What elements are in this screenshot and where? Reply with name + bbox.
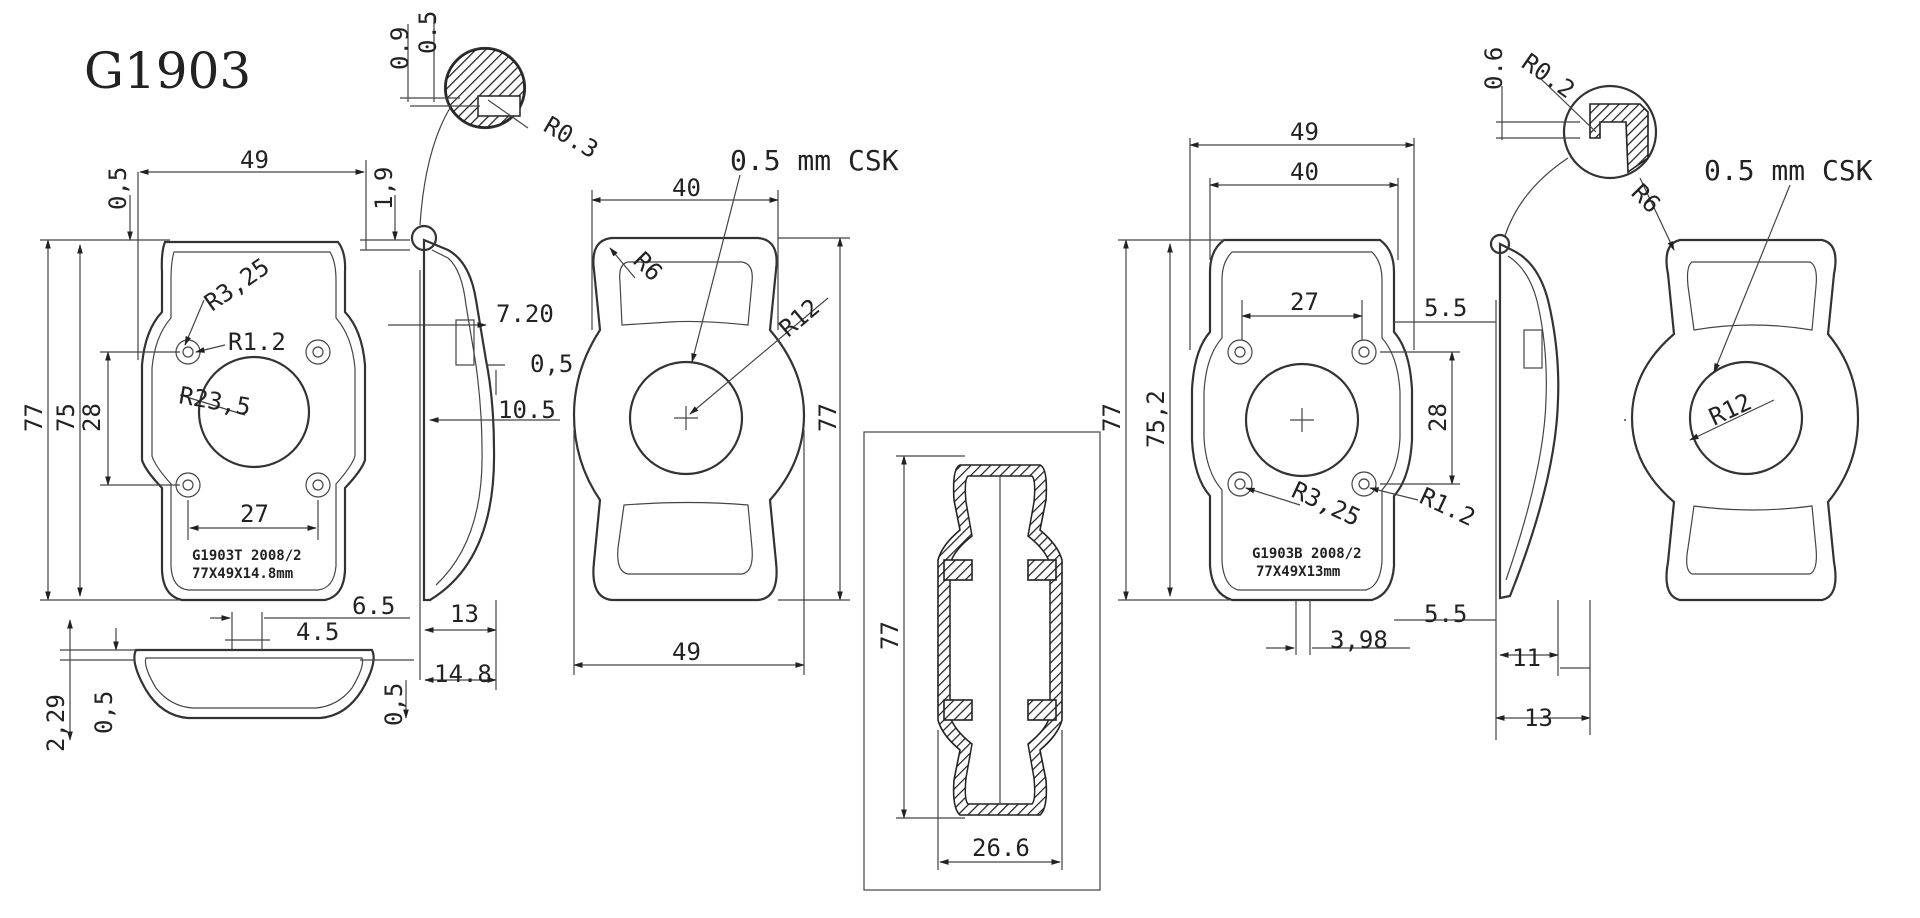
label-r3-25: R3,25 [199,253,274,317]
left-side-view: 0.9 0.5 R0.3 7.20 0,5 10.5 13 14.8 [386,11,603,690]
label-75: 75 [52,403,80,432]
label-r6-right: R6 [1626,178,1666,218]
label-27-right: 27 [1290,288,1319,316]
label-49-right: 49 [1290,118,1319,146]
label-0-5: 0,5 [104,167,132,210]
label-13: 13 [450,600,479,628]
label-2-29: 2,29 [42,694,70,752]
label-r12-right: R12 [1705,388,1756,432]
label-0-5-top: 0.5 [414,11,442,54]
left-bottom-view: 6.5 4.5 2,29 0,5 0,5 [42,592,414,752]
label-r0-3: R0.3 [539,111,603,164]
label-r3-25-right: R3,25 [1287,476,1364,532]
label-77: 77 [20,403,48,432]
right-front-view: 49 40 27 5.5 77 75,2 28 R3,25 R1.2 3,98 … [1098,118,1496,655]
label-77-back: 77 [814,403,842,432]
center-section-view: 77 26.6 [863,431,1101,891]
label-0-9: 0.9 [386,27,414,70]
marking-line-1-right: G1903B 2008/2 [1252,546,1362,562]
marking-line-2: 77X49X14.8mm [192,566,293,582]
label-r12: R12 [774,293,825,342]
label-r1-2-right: R1.2 [1415,482,1479,532]
label-28-right: 28 [1424,403,1452,432]
label-6-5: 6.5 [352,592,395,620]
right-side-view: 0.6 R0.2 5.5 11 13 [1424,47,1658,740]
label-49: 49 [240,146,269,174]
label-49-back: 49 [672,638,701,666]
label-10-5: 10.5 [498,396,556,424]
label-40-right: 40 [1290,158,1319,186]
label-5-5-bottom: 5.5 [1424,600,1467,628]
label-0-5-bottom: 0,5 [90,691,118,734]
label-4-5: 4.5 [296,618,339,646]
label-3-98: 3,98 [1330,626,1388,654]
label-r6: R6 [628,246,668,286]
label-7-20: 7.20 [496,300,554,328]
label-26-6: 26.6 [972,834,1030,862]
label-11: 11 [1512,644,1541,672]
label-75-2: 75,2 [1142,390,1170,448]
label-r23-5: R23,5 [177,381,253,421]
marking-line-2-right: 77X49X13mm [1256,564,1340,580]
label-r0-2: R0.2 [1517,48,1580,104]
drawing-title: G1903 [84,42,251,100]
label-5-5-top: 5.5 [1424,294,1467,322]
label-77-section: 77 [876,621,904,650]
label-77-right: 77 [1098,403,1126,432]
left-back-view: 0.5 mm CSK 40 R6 R12 77 49 [572,144,899,675]
label-0-6: 0.6 [1480,47,1508,90]
label-28: 28 [78,403,106,432]
label-1-9: 1,9 [370,167,398,210]
label-40: 40 [672,174,701,202]
csk-note-right: 0.5 mm CSK [1704,154,1873,187]
marking-line-1: G1903T 2008/2 [192,548,302,564]
label-27: 27 [240,500,269,528]
left-front-view: 49 0,5 1,9 R3,25 R1.2 R23,5 27 77 75 28 … [20,146,410,602]
label-14-8: 14.8 [434,660,492,688]
label-0-5-side: 0,5 [530,350,573,378]
label-r1-2: R1.2 [228,328,286,356]
csk-note-left: 0.5 mm CSK [730,144,899,177]
label-0-5-bottom-right: 0,5 [380,683,408,726]
label-13-right: 13 [1524,704,1553,732]
right-back-view: 0.5 mm CSK R6 R12 [1624,154,1873,602]
